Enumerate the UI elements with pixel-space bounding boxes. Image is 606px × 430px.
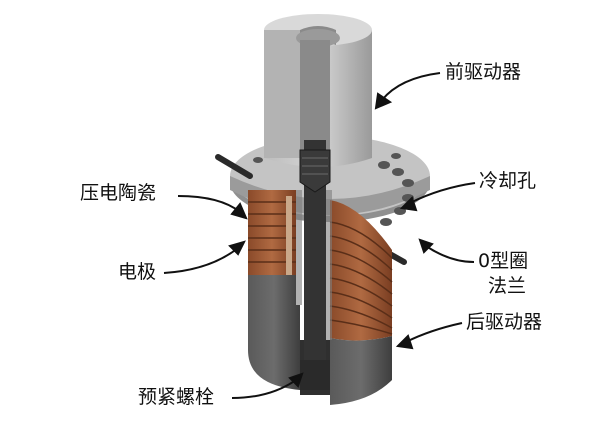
label-piezo-ceramic: 压电陶瓷 xyxy=(80,182,157,204)
front-driver xyxy=(264,14,372,180)
cut-face xyxy=(296,190,332,340)
arrow-piezo xyxy=(177,195,248,220)
arrows xyxy=(163,72,476,399)
electrodes xyxy=(286,196,292,276)
cooling-holes xyxy=(253,153,414,226)
label-cooling-hole: 冷却孔 xyxy=(479,170,537,192)
arrow-rear-driver xyxy=(395,322,463,350)
label-preload-bolt: 预紧螺栓 xyxy=(138,386,215,408)
preload-bolt xyxy=(299,140,331,390)
label-electrode: 电极 xyxy=(118,261,157,283)
label-oring-line1: 0型圈 xyxy=(478,250,529,272)
arrow-preload-bolt xyxy=(231,372,304,399)
label-oring-line2: 法兰 xyxy=(488,275,527,297)
arrow-front-driver xyxy=(374,72,441,110)
label-rear-driver: 后驱动器 xyxy=(466,311,543,333)
arrow-cooling-hole xyxy=(399,182,476,212)
arrow-electrode xyxy=(163,240,246,274)
oring-pin-left xyxy=(215,154,253,179)
label-front-driver: 前驱动器 xyxy=(445,61,522,83)
arrow-oring-flange xyxy=(418,238,475,263)
